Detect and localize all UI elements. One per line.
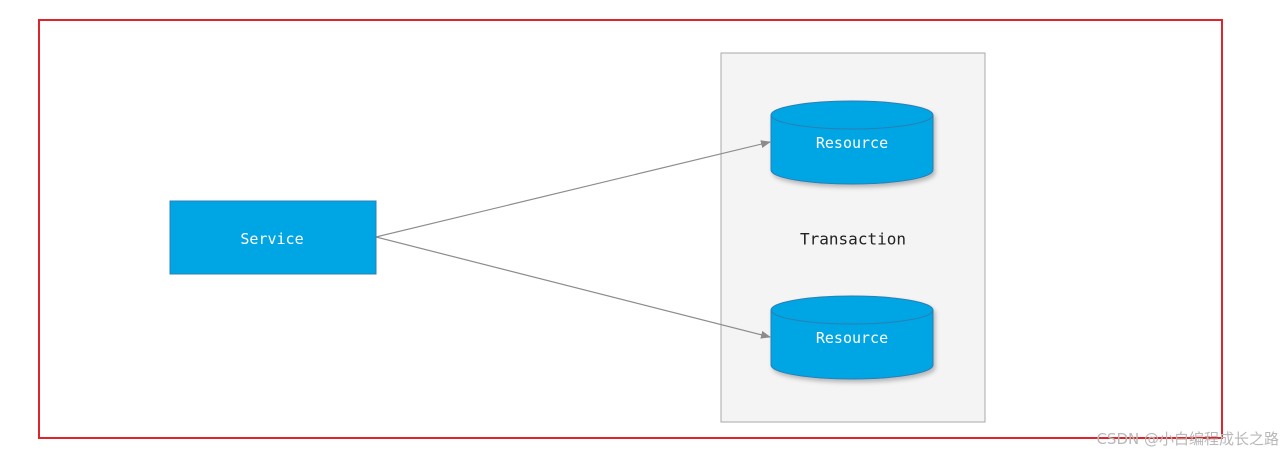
service-label: Service	[240, 230, 304, 248]
resource-node-1	[770, 100, 934, 185]
service-node	[169, 200, 377, 275]
diagram-frame	[38, 19, 1223, 439]
csdn-watermark: CSDN @小白编程成长之路	[1096, 430, 1279, 448]
resource-2-label: Resource	[815, 329, 889, 347]
resource-1-label: Resource	[815, 134, 889, 152]
resource-node-2	[770, 295, 934, 380]
transaction-label: Transaction	[800, 229, 906, 249]
edge-service-to-resource-1	[375, 140, 771, 238]
edge-service-to-resource-2	[375, 236, 771, 339]
